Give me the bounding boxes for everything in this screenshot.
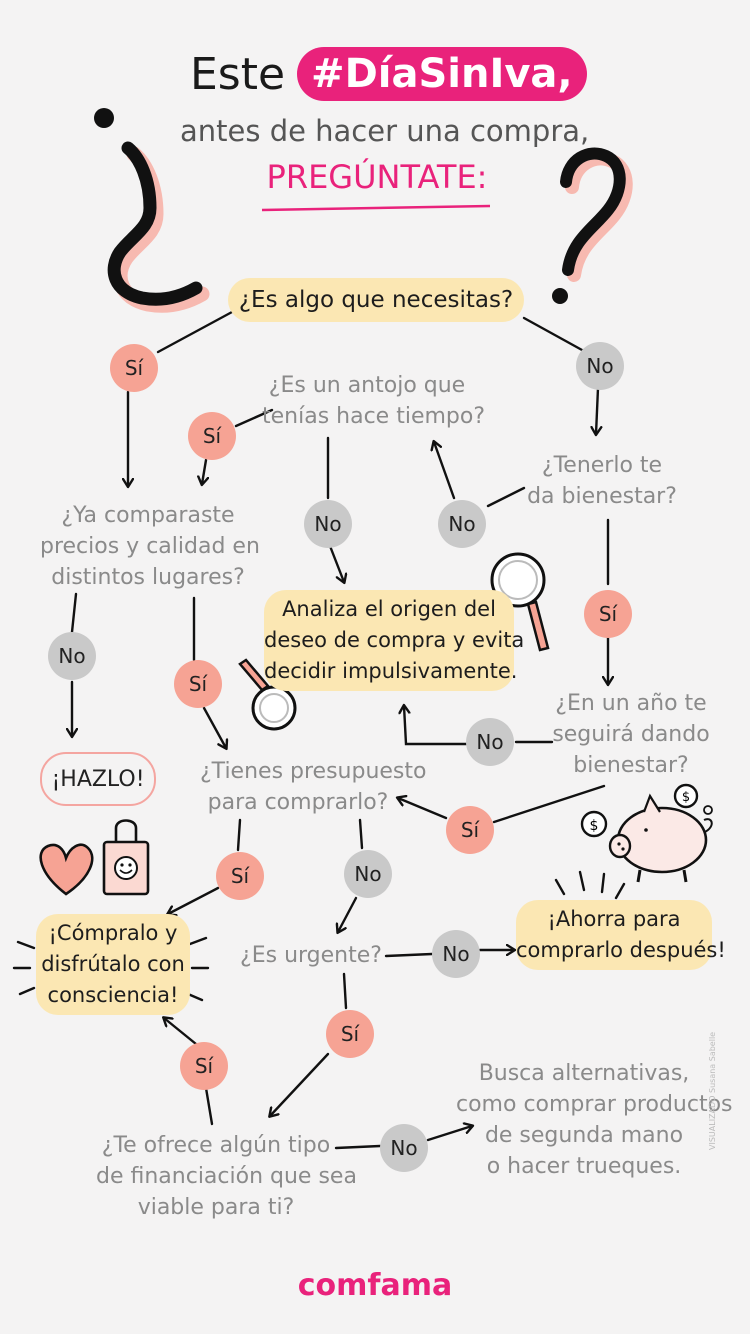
node-line: consciencia! [47, 983, 179, 1007]
node-line: para comprarlo? [207, 790, 389, 815]
magnifier-icon [238, 658, 297, 731]
node-line: disfrútalo con [41, 952, 185, 976]
title-hashtag: #DíaSinIva, [297, 47, 587, 101]
node-line: precios y calidad en [40, 534, 260, 559]
node-line: ¿En un año te [555, 691, 707, 716]
node-line: da bienestar? [527, 484, 677, 509]
title-prefix: Este [190, 48, 286, 100]
question-necesitas: ¿Es algo que necesitas? [228, 278, 524, 322]
answer-no-badge: No [432, 930, 480, 978]
node-line: ¡Ahorra para [547, 907, 681, 931]
node-line: como comprar productos [456, 1092, 733, 1117]
answer-yes-badge: Sí [180, 1042, 228, 1090]
node-line: ¿Es un antojo que [268, 373, 466, 398]
node-line: ¿Ya comparaste [61, 503, 235, 528]
question-un-ano: ¿En un año te seguirá dando bienestar? [548, 688, 714, 781]
node-line: ¿Te ofrece algún tipo [101, 1133, 331, 1158]
node-line: ¡Cómpralo y [48, 921, 178, 945]
answer-yes-badge: Sí [216, 852, 264, 900]
node-line: de segunda mano [484, 1123, 684, 1148]
node-line: ¿Tenerlo te [541, 453, 663, 478]
brand-logo: comfama [297, 1268, 453, 1303]
svg-text:$: $ [590, 818, 599, 834]
busca-alternativas: Busca alternativas, como comprar product… [456, 1058, 733, 1182]
answer-no-badge: No [48, 632, 96, 680]
close-question-mark-icon [552, 147, 633, 304]
question-presupuesto: ¿Tienes presupuesto para comprarlo? [200, 756, 427, 818]
node-line: bienestar? [573, 753, 689, 778]
answer-yes-badge: Sí [174, 660, 222, 708]
answer-no-badge: No [466, 718, 514, 766]
answer-no-badge: No [380, 1124, 428, 1172]
shopping-bag-icon [102, 819, 150, 896]
node-line: Busca alternativas, [478, 1061, 690, 1086]
heart-icon [39, 843, 94, 896]
node-line: ¿Tienes presupuesto [200, 759, 427, 784]
coin-icon: $ [580, 810, 608, 838]
question-comparaste: ¿Ya comparaste precios y calidad en dist… [40, 500, 260, 593]
emphasis-text: PREGÚNTATE: [266, 158, 488, 196]
emphasis-strokes [12, 936, 210, 1002]
question-bienestar: ¿Tenerlo te da bienestar? [522, 450, 682, 512]
node-line: viable para ti? [137, 1195, 295, 1220]
node-line: tenías hace tiempo? [262, 404, 486, 429]
author-watermark: VISUALIZADO Susana Sabelle [708, 1031, 717, 1150]
piggy-bank-icon [608, 793, 713, 883]
magnifier-icon [490, 552, 550, 652]
node-line: distintos lugares? [51, 565, 245, 590]
question-financiacion: ¿Te ofrece algún tipo de financiación qu… [96, 1130, 357, 1223]
open-question-mark-icon [94, 108, 210, 313]
emphasis-strokes [554, 870, 626, 900]
page-title: Este #DíaSinIva, [190, 44, 587, 104]
answer-no-badge: No [576, 342, 624, 390]
emphasis-underline [261, 204, 491, 212]
answer-yes-badge: Sí [584, 590, 632, 638]
answer-no-badge: No [304, 500, 352, 548]
analiza-box: Analiza el origen del deseo de compra y … [264, 590, 525, 691]
answer-no-badge: No [344, 850, 392, 898]
question-urgente: ¿Es urgente? [240, 943, 382, 968]
node-line: o hacer trueques. [486, 1154, 682, 1179]
answer-no-badge: No [438, 500, 486, 548]
ahorra-box: ¡Ahorra para comprarlo después! [516, 900, 726, 970]
answer-yes-badge: Sí [326, 1010, 374, 1058]
node-line: de financiación que sea [96, 1164, 357, 1189]
page-subtitle: antes de hacer una compra, [180, 114, 590, 148]
answer-yes-badge: Sí [188, 412, 236, 460]
node-line: deseo de compra y evita [264, 628, 525, 652]
node-line: Analiza el origen del [282, 597, 496, 621]
node-line: comprarlo después! [516, 938, 726, 962]
answer-yes-badge: Sí [446, 806, 494, 854]
compralo-box: ¡Cómpralo y disfrútalo con consciencia! [36, 914, 190, 1015]
question-antojo: ¿Es un antojo que tenías hace tiempo? [262, 370, 486, 432]
node-line: seguirá dando [552, 722, 710, 747]
node-line: decidir impulsivamente. [264, 659, 518, 683]
coin-icon: $ [673, 783, 713, 815]
svg-text:$: $ [682, 790, 690, 805]
answer-yes-badge: Sí [110, 344, 158, 392]
hazlo-box: ¡HAZLO! [40, 752, 156, 806]
